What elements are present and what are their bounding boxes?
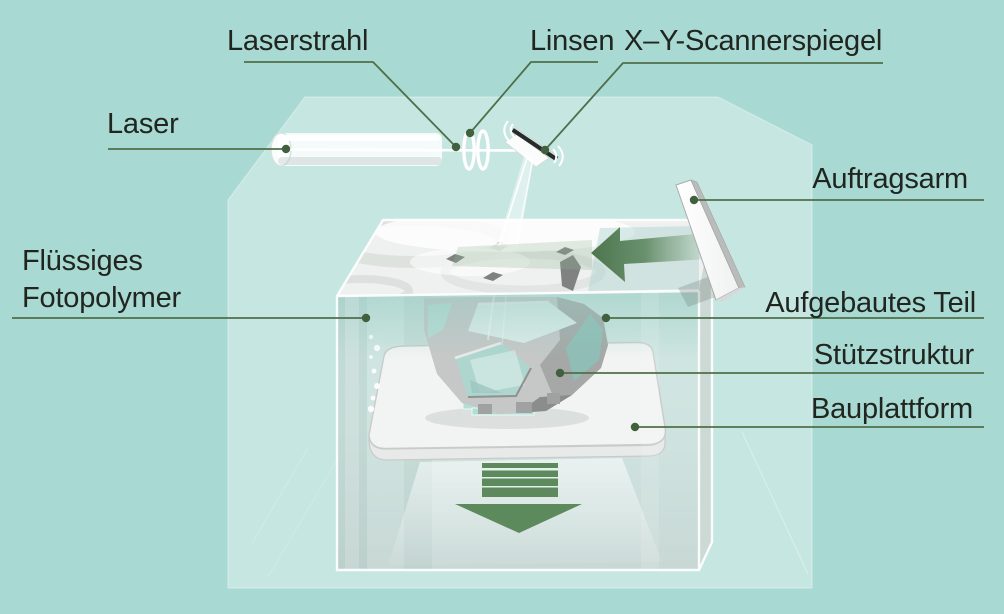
label-laser: Laser <box>107 108 179 140</box>
leader-dots <box>281 128 699 432</box>
laser-beam-horizontal <box>285 148 525 152</box>
label-bauplattform: Bauplattform <box>810 393 973 425</box>
part-protrusion <box>560 255 581 291</box>
recoater-blade <box>675 179 746 302</box>
label-fluessiges-line1: Flüssiges <box>22 245 143 277</box>
label-auftragsarm: Auftragsarm <box>812 163 968 195</box>
recoater-shadow <box>678 277 718 307</box>
vat-outline <box>335 218 714 572</box>
label-fluessiges-fotopolymer: Flüssiges Fotopolymer <box>22 243 181 317</box>
label-scannerspiegel: X–Y-Scannerspiegel <box>624 25 883 57</box>
leader-lines <box>12 61 984 428</box>
arrow-down-icon <box>455 463 582 533</box>
label-aufgebautes-teil: Aufgebautes Teil <box>765 287 976 319</box>
arrow-left-icon <box>452 227 709 282</box>
vat-right-face <box>699 220 712 570</box>
label-fluessiges-line2: Fotopolymer <box>22 282 181 314</box>
label-stuetzstruktur: Stützstruktur <box>813 339 974 371</box>
label-linsen: Linsen <box>530 25 615 57</box>
laser-beam-down <box>489 153 534 252</box>
mirror-motion-arcs <box>503 120 564 167</box>
label-laserstrahl: Laserstrahl <box>227 25 369 57</box>
scanner-mirror <box>503 120 564 168</box>
part-shadow <box>425 407 589 429</box>
